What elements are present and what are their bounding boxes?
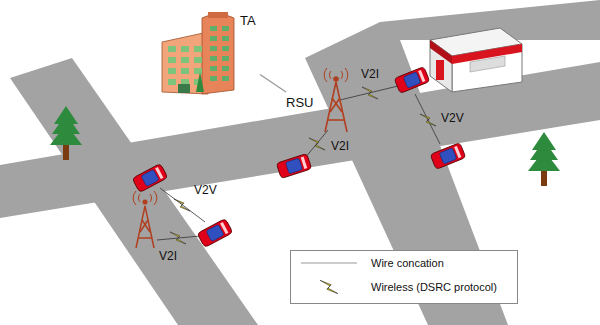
wireless-link [305, 130, 328, 158]
tree [528, 132, 560, 186]
legend-box: Wire concationWireless (DSRC protocol) [290, 250, 518, 304]
cars [132, 67, 466, 248]
car [132, 163, 168, 192]
unit-name: RSU [286, 96, 313, 110]
car [276, 153, 311, 178]
authority-building: TA [156, 6, 260, 98]
link-label: V2I [330, 140, 350, 153]
link-label: V2V [440, 112, 465, 125]
wire-sample [299, 255, 359, 271]
wireless-link [157, 232, 200, 244]
wireless-link [340, 86, 398, 100]
legend-text: Wire concation [371, 257, 444, 269]
link-label: V2I [158, 250, 178, 263]
legend-text: Wireless (DSRC protocol) [371, 281, 497, 293]
car [197, 218, 233, 247]
shop [430, 28, 522, 92]
link-label: V2I [360, 68, 380, 81]
roadside-unit: RSU [286, 68, 356, 134]
car [394, 67, 430, 94]
legend-row: Wire concation [299, 251, 517, 275]
node-name: TA [240, 14, 256, 28]
rsu-tower [133, 191, 157, 248]
tree [50, 106, 82, 160]
radio-links [157, 86, 440, 244]
car [430, 143, 466, 170]
wire-connection [260, 75, 286, 92]
link-label: V2V [193, 184, 218, 197]
wireless-sample [299, 279, 359, 295]
road [0, 62, 600, 218]
wireless-link [415, 94, 440, 144]
legend-row: Wireless (DSRC protocol) [299, 275, 517, 299]
